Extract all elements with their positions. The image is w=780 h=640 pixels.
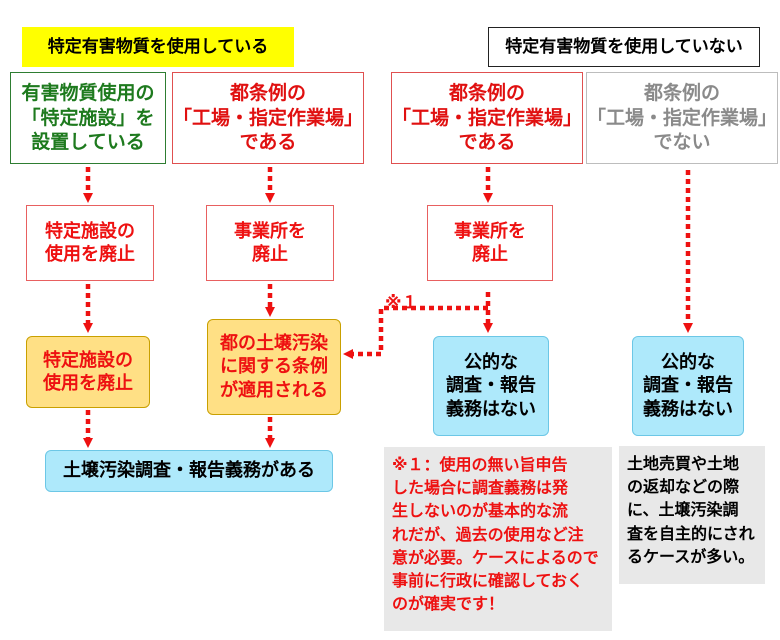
survey-report-obligation-box: 土壌汚染調査・報告義務がある [45,450,333,492]
arrow-footnote-branch [343,305,488,359]
no-public-obligation-box-2: 公的な 調査・報告 義務はない [632,336,744,436]
not-factory-designated-workplace-box: 都条例の 「工場・指定作業場」 でない [586,72,778,164]
voluntary-survey-note: 土地売買や土地 の返却などの際 に、土壌汚染調 査を自主的にされ るケースが多い… [619,446,765,584]
no-public-obligation-box: 公的な 調査・報告 義務はない [433,336,549,436]
office-abolished-box: 事業所を 廃止 [206,205,334,281]
metro-ordinance-applies-box: 都の土壌汚染 に関する条例 が適用される [207,319,341,415]
factory-designated-workplace-box-2: 都条例の 「工場・指定作業場」 である [391,72,583,164]
footnote-note: ※１：使用の無い旨申告 した場合に調査義務は発 生しないのが基本的な流 れだが、… [384,447,612,631]
factory-designated-workplace-box: 都条例の 「工場・指定作業場」 である [172,72,364,164]
specified-facility-installed-box: 有害物質使用の 「特定施設」を 設置している [10,72,166,164]
header-uses: 特定有害物質を使用している [22,27,294,67]
facility-use-abolished-box: 特定施設の 使用を廃止 [26,205,154,281]
header-not-uses: 特定有害物質を使用していない [488,27,760,67]
facility-use-abolished-yellow-box: 特定施設の 使用を廃止 [26,336,150,408]
office-abolished-box-2: 事業所を 廃止 [427,205,553,281]
